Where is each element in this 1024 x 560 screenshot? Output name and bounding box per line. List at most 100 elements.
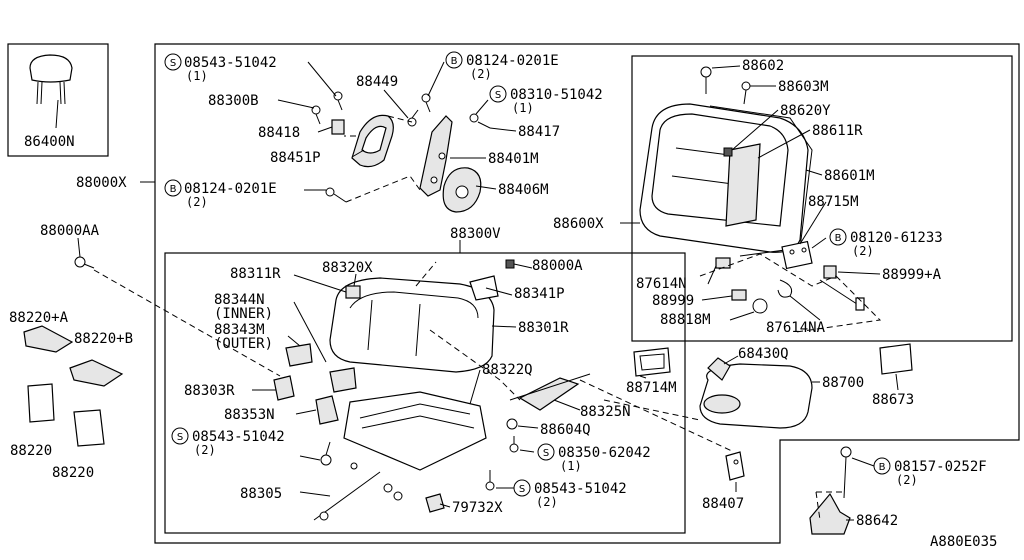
s-mark-5 bbox=[513, 479, 531, 497]
label-88000AA: 88000AA bbox=[40, 223, 100, 239]
label-88303R: 88303R bbox=[184, 383, 235, 399]
label-88353N: 88353N bbox=[224, 407, 275, 423]
s-mark-3 bbox=[171, 427, 189, 445]
label-88406M: 88406M bbox=[498, 182, 549, 198]
label-08310-51042-qty: (1) bbox=[512, 101, 534, 115]
s-mark-3-text: S bbox=[177, 432, 183, 443]
leaders-seatback bbox=[620, 65, 881, 321]
label-08124-0201E-top: 08124-0201E bbox=[466, 53, 559, 69]
label-88417: 88417 bbox=[518, 124, 560, 140]
s-mark-5-text: S bbox=[519, 484, 525, 495]
label-08124-0201E-top-qty: (2) bbox=[470, 67, 492, 81]
label-88620Y: 88620Y bbox=[780, 103, 831, 119]
label-88220-2: 88220 bbox=[52, 465, 94, 481]
label-inner: (INNER) bbox=[214, 306, 273, 322]
label-88999A: 88999+A bbox=[882, 267, 942, 283]
label-08124-0201E-mid-qty: (2) bbox=[186, 195, 208, 209]
label-88611R: 88611R bbox=[812, 123, 863, 139]
label-88320X: 88320X bbox=[322, 260, 373, 276]
s-mark-4 bbox=[537, 443, 555, 461]
label-88311R: 88311R bbox=[230, 266, 281, 282]
label-88220-1: 88220 bbox=[10, 443, 52, 459]
b-mark-3 bbox=[829, 228, 847, 246]
label-08124-0201E-mid: 08124-0201E bbox=[184, 181, 277, 197]
label-88407: 88407 bbox=[702, 496, 744, 512]
label-88344N: 88344N bbox=[214, 292, 265, 308]
label-88300B: 88300B bbox=[208, 93, 259, 109]
label-68430Q: 68430Q bbox=[738, 346, 789, 362]
label-88603M: 88603M bbox=[778, 79, 829, 95]
label-88300V: 88300V bbox=[450, 226, 501, 242]
label-79732X: 79732X bbox=[452, 500, 503, 516]
s-mark-4-text: S bbox=[543, 448, 549, 459]
label-88341P: 88341P bbox=[514, 286, 565, 302]
label-08350-62042-qty: (1) bbox=[560, 459, 582, 473]
label-08543-51042-bot: 08543-51042 bbox=[534, 481, 627, 497]
label-08543-51042-bot-qty: (2) bbox=[536, 495, 558, 509]
label-08157-0252F-qty: (2) bbox=[896, 473, 918, 487]
label-88715M: 88715M bbox=[808, 194, 859, 210]
b-mark-2 bbox=[164, 179, 182, 197]
b-mark-3-text: B bbox=[835, 233, 842, 244]
label-88604Q: 88604Q bbox=[540, 422, 591, 438]
label-88602: 88602 bbox=[742, 58, 784, 74]
b-mark-2-text: B bbox=[170, 184, 177, 195]
label-88601M: 88601M bbox=[824, 168, 875, 184]
label-outer: (OUTER) bbox=[214, 336, 273, 352]
seatback-illustration bbox=[639, 66, 882, 333]
label-88000A: 88000A bbox=[532, 258, 583, 274]
label-08543-51042-low-qty: (2) bbox=[194, 443, 216, 457]
label-87614NA: 87614NA bbox=[766, 320, 826, 336]
label-88600X: 88600X bbox=[553, 216, 604, 232]
label-88220A: 88220+A bbox=[9, 310, 69, 326]
label-88451P: 88451P bbox=[270, 150, 321, 166]
label-08120-61233-qty: (2) bbox=[852, 244, 874, 258]
cushion-illustration bbox=[273, 259, 913, 535]
s-mark-2-text: S bbox=[495, 90, 501, 101]
label-88000X: 88000X bbox=[76, 175, 127, 191]
leaders-upper bbox=[140, 61, 517, 191]
label-88818M: 88818M bbox=[660, 312, 711, 328]
label-88642: 88642 bbox=[856, 513, 898, 529]
left-parts-illustration bbox=[23, 256, 281, 447]
s-mark-1-text: S bbox=[170, 58, 176, 69]
diagram-code: A880E035 bbox=[930, 534, 997, 550]
label-08120-61233: 08120-61233 bbox=[850, 230, 943, 246]
frames bbox=[7, 43, 1020, 544]
label-88325N: 88325N bbox=[580, 404, 631, 420]
label-88322Q: 88322Q bbox=[482, 362, 533, 378]
label-86400N: 86400N bbox=[24, 134, 75, 150]
hinge-illustration bbox=[311, 91, 491, 213]
headrest-illustration bbox=[29, 54, 73, 129]
label-88305: 88305 bbox=[240, 486, 282, 502]
label-08310-51042: 08310-51042 bbox=[510, 87, 603, 103]
label-08543-51042-top-qty: (1) bbox=[186, 69, 208, 83]
label-08350-62042: 08350-62042 bbox=[558, 445, 651, 461]
label-08543-51042-low: 08543-51042 bbox=[192, 429, 285, 445]
label-88418: 88418 bbox=[258, 125, 300, 141]
label-88700: 88700 bbox=[822, 375, 864, 391]
label-88714M: 88714M bbox=[626, 380, 677, 396]
main-outline bbox=[154, 43, 1020, 544]
label-88449: 88449 bbox=[356, 74, 398, 90]
s-mark-1 bbox=[164, 53, 182, 71]
label-88301R: 88301R bbox=[518, 320, 569, 336]
b-mark-4-text: B bbox=[879, 462, 886, 473]
label-88220B: 88220+B bbox=[74, 331, 133, 347]
label-87614N: 87614N bbox=[636, 276, 687, 292]
b-mark-1-text: B bbox=[451, 56, 458, 67]
b-mark-4 bbox=[873, 457, 891, 475]
seatback-box bbox=[631, 55, 1013, 342]
label-88343M: 88343M bbox=[214, 322, 265, 338]
label-88673: 88673 bbox=[872, 392, 914, 408]
label-88401M: 88401M bbox=[488, 151, 539, 167]
label-08543-51042-top: 08543-51042 bbox=[184, 55, 277, 71]
b-mark-1 bbox=[445, 51, 463, 69]
s-mark-2 bbox=[489, 85, 507, 103]
label-88999: 88999 bbox=[652, 293, 694, 309]
leaders-cushion bbox=[252, 240, 899, 521]
headrest-box bbox=[7, 43, 109, 157]
cushion-box bbox=[164, 252, 686, 534]
label-08157-0252F: 08157-0252F bbox=[894, 459, 987, 475]
